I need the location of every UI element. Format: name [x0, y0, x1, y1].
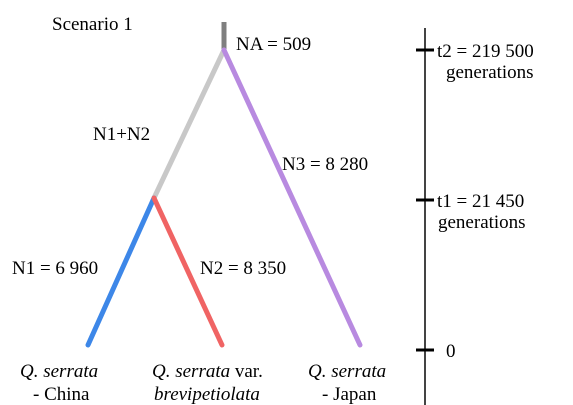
- taxon-brevipetiolata-genus: Q. serrata: [152, 361, 230, 382]
- taxon-brevipetiolata-epithet: brevipetiolata: [154, 384, 260, 405]
- label-merged-population: N1+N2: [93, 124, 150, 145]
- merged-branch-n1-n2: [151, 47, 227, 201]
- label-n2-population: N2 = 8 350: [200, 258, 286, 279]
- branch-n1: [85, 195, 157, 348]
- taxon-japan-location: - Japan: [322, 384, 377, 405]
- taxon-japan-name: Q. serrata: [308, 361, 386, 382]
- taxon-china-location: - China: [33, 384, 90, 405]
- label-n3-population: N3 = 8 280: [282, 154, 368, 175]
- label-ancestral-population: NA = 509: [236, 34, 311, 55]
- branch-n2: [151, 195, 225, 348]
- taxon-brevipetiolata-name: Q. serrata var.: [152, 361, 263, 382]
- zero-time-label: 0: [446, 341, 456, 362]
- t1-unit-label: generations: [438, 212, 526, 233]
- branch-n3: [221, 47, 363, 348]
- taxon-brevipetiolata-rank: var.: [230, 361, 263, 382]
- t2-unit-label: generations: [446, 62, 534, 83]
- t1-value-label: t1 = 21 450: [437, 191, 524, 212]
- taxon-china-name: Q. serrata: [20, 361, 98, 382]
- t2-value-label: t2 = 219 500: [437, 41, 534, 62]
- scenario-title: Scenario 1: [52, 14, 133, 35]
- label-n1-population: N1 = 6 960: [12, 258, 98, 279]
